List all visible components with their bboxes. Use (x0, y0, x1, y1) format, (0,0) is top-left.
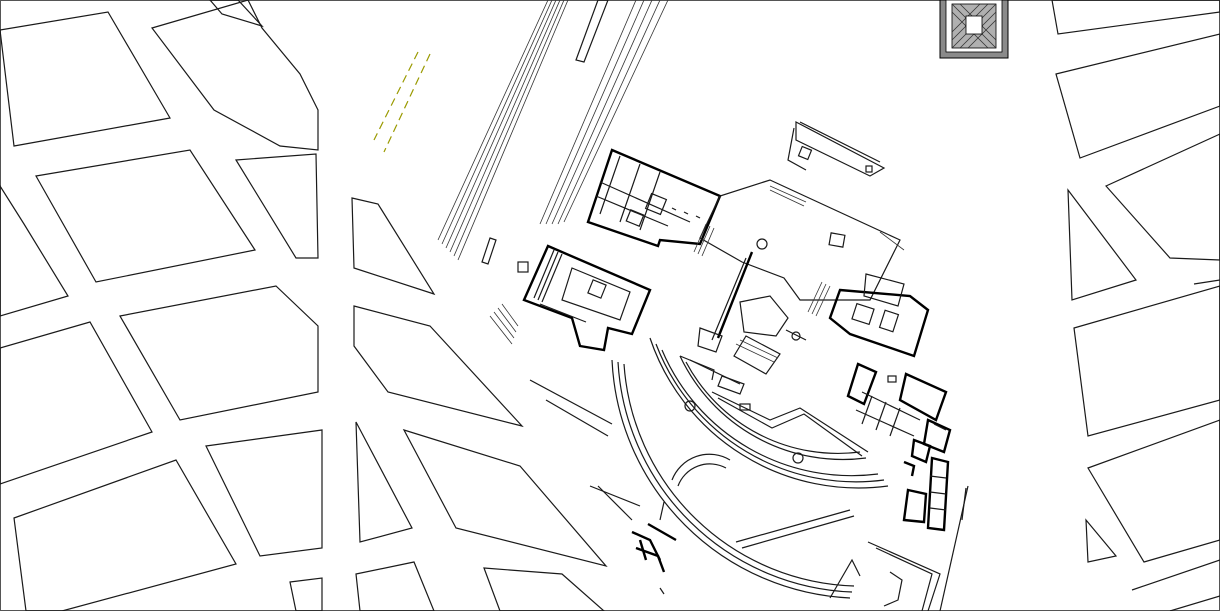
city-block (351, 197, 436, 296)
city-blocks-right (1051, 0, 1220, 611)
city-block (0, 321, 153, 485)
tower-fortress (939, 0, 1009, 59)
building-complex-northwest (586, 148, 722, 248)
city-block (13, 459, 237, 611)
city-block (0, 11, 171, 147)
city-block (35, 149, 256, 283)
city-block (355, 561, 435, 611)
road-edge (1169, 595, 1220, 611)
city-block (234, 153, 319, 259)
city-block (1087, 419, 1220, 563)
tower-center (965, 15, 983, 35)
city-block (1055, 33, 1220, 159)
city-block (209, 0, 264, 28)
road-edge (1193, 279, 1220, 285)
city-blocks-left (0, 0, 323, 611)
road-edge (529, 379, 613, 425)
city-blocks-center (351, 197, 633, 611)
city-block (1051, 0, 1220, 35)
city-block (289, 577, 323, 611)
dashed-line (373, 51, 419, 141)
city-block (1073, 285, 1220, 437)
ruins-southwest (631, 522, 677, 595)
building-temple (522, 244, 652, 352)
amphitheatre (589, 337, 889, 599)
dashed-marker (373, 51, 431, 153)
building-east (807, 273, 930, 358)
dashed-line (383, 53, 431, 153)
road-edge (1131, 559, 1220, 591)
city-block (205, 429, 323, 557)
ruins-east (846, 362, 969, 611)
city-block (150, 0, 319, 151)
striped-wedge (489, 303, 519, 345)
city-block (355, 421, 413, 543)
city-block (1067, 188, 1137, 301)
city-block (0, 184, 69, 317)
city-block (483, 567, 605, 611)
city-block (353, 305, 524, 428)
city-block (1085, 518, 1118, 563)
plaza-walled (693, 121, 905, 301)
city-block (119, 285, 319, 421)
striped-band-north (437, 0, 669, 273)
city-block (402, 428, 608, 568)
road-edge (545, 399, 609, 437)
central-path-structures (697, 238, 807, 375)
city-block (1105, 133, 1220, 261)
